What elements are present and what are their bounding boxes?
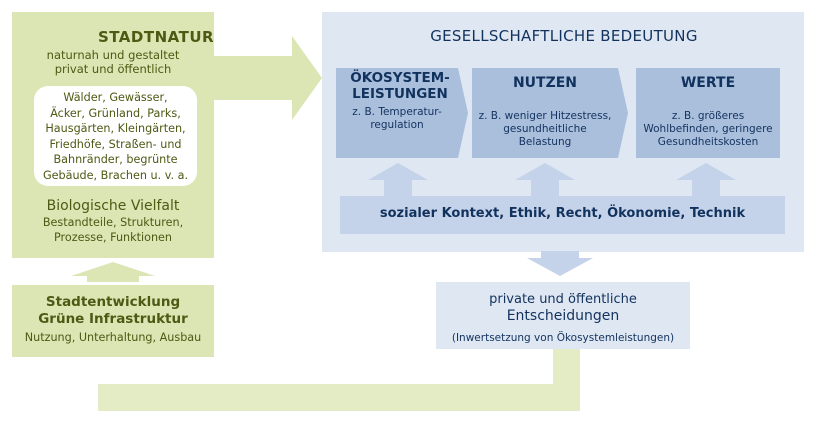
feedback-arrow [98, 344, 580, 411]
examples-box [34, 86, 197, 186]
nutzen-title: NUTZEN [512, 75, 578, 91]
nutzen-text-line: gesundheitliche [503, 123, 587, 135]
decisions-title-line: private und öffentliche [489, 292, 637, 307]
decisions-panel [436, 282, 690, 349]
werte-text-line: Wohlbefinden, geringere [643, 123, 773, 135]
context-arrow-1 [368, 163, 428, 196]
werte-text-line: Gesundheitskosten [657, 136, 759, 148]
nutzen-text: z. B. weniger Hitzestress, gesundheitlic… [472, 110, 618, 149]
context-label: sozialer Kontext, Ethik, Recht, Ökonomie… [379, 206, 746, 221]
examples-line: Gebäude, Brachen u. v. a. [42, 168, 189, 182]
oekosystem-title-line: ÖKOSYSTEM- [350, 70, 450, 86]
stadtentwicklung-title: Stadtentwicklung Grüne Infrastruktur [14, 294, 212, 328]
werte-text: z. B. größeres Wohlbefinden, geringere G… [636, 110, 780, 149]
stadtentwicklung-panel [12, 285, 214, 357]
decisions-title-line: Entscheidungen [506, 308, 620, 324]
arrow-down-to-decisions [527, 251, 593, 276]
nutzen-text-line: Belastung [518, 136, 572, 148]
examples-line: Äcker, Grünland, Parks, [50, 106, 181, 120]
context-arrow-3 [676, 163, 736, 196]
examples-line: Hausgärten, Kleingärten, [45, 122, 186, 135]
arrow-up-to-stadtnatur [71, 262, 155, 282]
biodiversity-line: Bestandteile, Strukturen, [42, 216, 184, 229]
stadtnatur-subtitle: naturnah und gestaltet privat und öffent… [14, 48, 212, 76]
stadtentwicklung-subtitle: Nutzung, Unterhaltung, Ausbau [24, 331, 202, 344]
examples-line: Friedhöfe, Straßen- und [49, 137, 182, 151]
examples-line: Wälder, Gewässer, [63, 91, 168, 104]
decisions-subtitle: (Inwertsetzung von Ökosystemleistungen) [451, 332, 675, 344]
biodiversity-line: Prozesse, Funktionen [53, 230, 173, 244]
gesellschaft-title: GESELLSCHAFTLICHE BEDEUTUNG [430, 27, 698, 45]
nutzen-box [472, 68, 628, 158]
examples-text: Wälder, Gewässer, Äcker, Grünland, Parks… [34, 90, 197, 183]
stadtentwicklung-title-line: Grüne Infrastruktur [38, 311, 188, 327]
werte-box [636, 68, 780, 158]
werte-text-line: z. B. größeres [671, 110, 745, 122]
context-arrow-2 [515, 163, 575, 196]
biodiversity-text: Bestandteile, Strukturen, Prozesse, Funk… [14, 216, 212, 245]
stadtnatur-subtitle-line: naturnah und gestaltet [46, 48, 180, 62]
oekosystem-title-line: LEISTUNGEN [352, 86, 448, 102]
examples-line: Bahnränder, begrünte [53, 153, 178, 166]
nutzen-text-line: z. B. weniger Hitzestress, [478, 110, 612, 122]
oekosystem-text-line: z. B. Temperatur- [352, 106, 442, 118]
werte-title: WERTE [680, 75, 736, 91]
biodiversity-title: Biologische Vielfalt [46, 198, 180, 214]
stadtnatur-subtitle-line: privat und öffentlich [54, 62, 172, 76]
oekosystem-text: z. B. Temperatur- regulation [336, 106, 458, 132]
stadtnatur-title: STADTNATUR [97, 28, 215, 46]
context-bar [340, 196, 785, 234]
decisions-title: private und öffentliche Entscheidungen [436, 292, 690, 324]
oekosystem-box [336, 68, 468, 158]
arrow-to-gesellschaft [213, 36, 322, 120]
oekosystem-text-line: regulation [370, 119, 424, 131]
oekosystem-title: ÖKOSYSTEM- LEISTUNGEN [336, 70, 464, 102]
stadtentwicklung-title-line: Stadtentwicklung [45, 294, 181, 310]
